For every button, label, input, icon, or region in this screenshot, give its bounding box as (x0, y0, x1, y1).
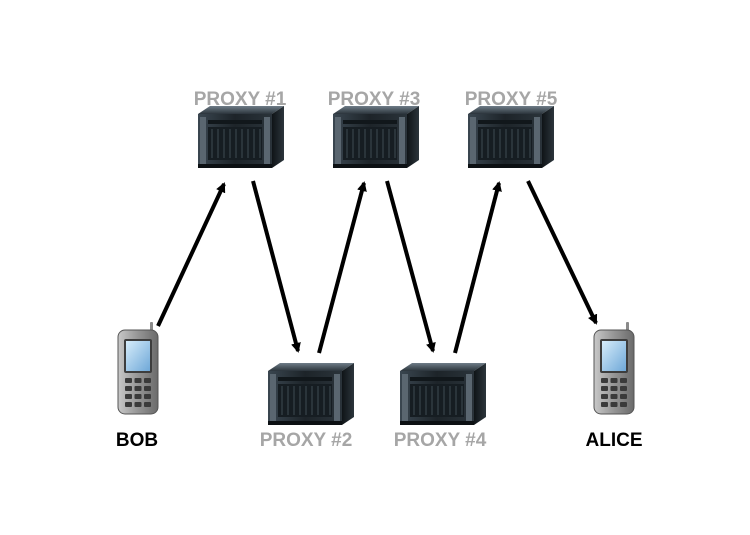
sender-phone (117, 321, 159, 415)
server-icon (267, 362, 355, 426)
route-arrow-1 (156, 182, 226, 327)
proxy-1 (197, 105, 285, 169)
proxy-5 (467, 105, 555, 169)
proxy-3 (332, 105, 420, 169)
server-icon (197, 105, 285, 169)
proxy-2-label: PROXY #2 (260, 430, 353, 451)
route-arrow-3 (317, 181, 367, 354)
proxy-2 (267, 362, 355, 426)
proxy-1-label: PROXY #1 (194, 89, 287, 110)
route-arrow-2 (251, 180, 301, 353)
proxy-3-label: PROXY #3 (328, 89, 421, 110)
receiver-phone (593, 321, 635, 415)
route-arrows (156, 180, 598, 354)
mobile-phone-icon (117, 321, 159, 415)
server-icon (467, 105, 555, 169)
proxy-4 (399, 362, 487, 426)
mobile-phone-icon (593, 321, 635, 415)
server-icon (332, 105, 420, 169)
route-arrow-4 (385, 180, 436, 353)
proxy-4-label: PROXY #4 (394, 430, 487, 451)
route-arrow-6 (526, 180, 598, 325)
server-icon (399, 362, 487, 426)
proxy-5-label: PROXY #5 (465, 89, 558, 110)
receiver-label: ALICE (586, 430, 643, 451)
sender-label: BOB (116, 430, 158, 451)
route-arrow-5 (453, 181, 502, 354)
